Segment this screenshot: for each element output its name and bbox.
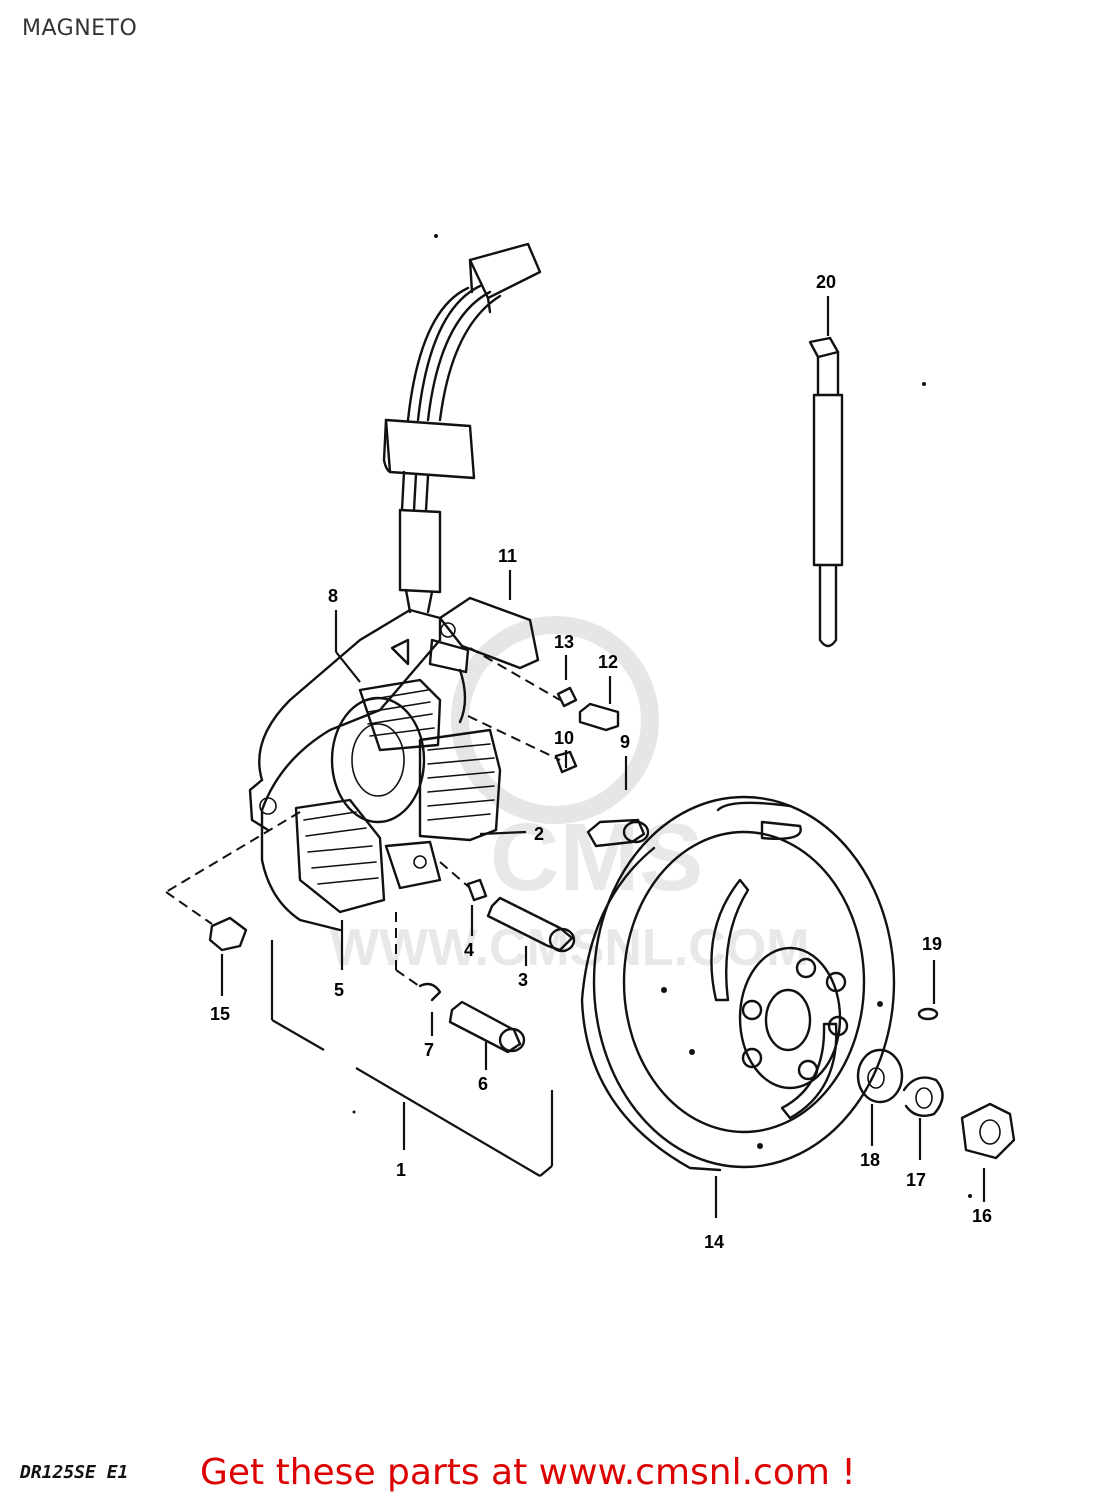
wire-harness [382,242,542,614]
callout-14: 14 [704,1232,724,1252]
callout-3: 3 [518,970,528,990]
assembly-lines [165,647,561,989]
callout-8: 8 [328,586,338,606]
callout-1: 1 [396,1160,406,1180]
callout-12: 12 [598,652,618,672]
part-14-flywheel [580,795,896,1218]
callout-5: 5 [334,980,344,1000]
callout-17: 17 [906,1170,926,1190]
callout-4: 4 [464,940,474,960]
callout-15: 15 [210,1004,230,1024]
scan-specks [352,234,972,1198]
callout-16: 16 [972,1206,992,1226]
callout-9: 9 [620,732,630,752]
stator-assembly [248,608,502,932]
washers-nut [856,1007,1016,1160]
callout-13: 13 [554,632,574,652]
callout-10: 10 [554,728,574,748]
watermark: CMS WWW.CMSNL.COM [330,616,809,977]
leader-lines [220,610,986,1202]
page-title: MAGNETO [22,16,138,41]
model-code: DR125SE E1 [20,1462,129,1483]
part-20-tool [808,296,844,648]
callout-11: 11 [498,546,517,566]
callout-7: 7 [424,1040,434,1060]
hardware [208,686,650,1054]
promo-link[interactable]: Get these parts at www.cmsnl.com ! [200,1452,856,1493]
callout-20: 20 [816,272,836,292]
callout-19: 19 [922,934,942,954]
callout-6: 6 [478,1074,488,1094]
callout-labels: 1 2 3 4 5 6 7 8 9 10 11 12 13 14 15 16 1… [210,272,992,1252]
part-1-bracket [270,940,554,1177]
part-11-pickup [428,570,540,724]
callout-2: 2 [534,824,544,844]
callout-18: 18 [860,1150,880,1170]
